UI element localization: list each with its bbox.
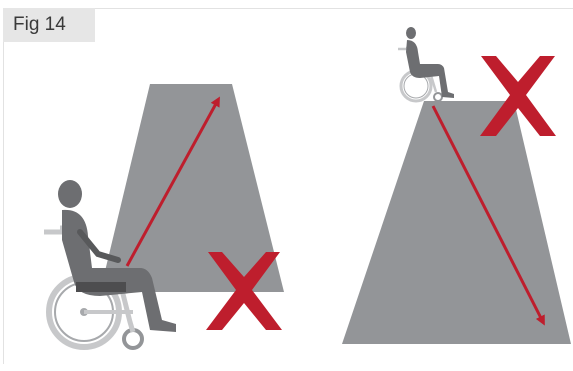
right-wheelchair-user: [398, 27, 454, 101]
left-person-head: [58, 180, 82, 208]
right-scene: [342, 27, 571, 344]
left-scene: [44, 84, 284, 348]
right-person-head: [406, 27, 416, 39]
left-ramp-surface: [100, 84, 284, 292]
left-caster-wheel: [124, 330, 142, 348]
right-caster-wheel: [434, 93, 442, 101]
